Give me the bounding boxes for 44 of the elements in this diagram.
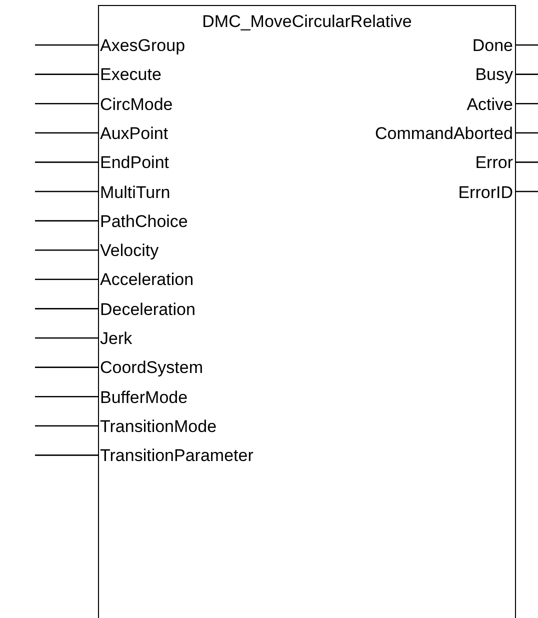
- pin-line: [35, 249, 98, 251]
- input-pin-label: Velocity: [98, 241, 159, 262]
- pin-line: [35, 337, 98, 339]
- input-pin-label: PathChoice: [98, 212, 188, 232]
- input-pin-label: Acceleration: [98, 270, 194, 290]
- pin-line: [35, 190, 98, 192]
- pin-line: [515, 102, 538, 104]
- input-pin-label: Deceleration: [98, 300, 196, 320]
- pin-line: [35, 425, 98, 427]
- input-pin-label: BufferMode: [98, 388, 188, 408]
- input-pin-label: MultiTurn: [98, 182, 170, 202]
- pin-line: [35, 102, 98, 104]
- pin-line: [35, 74, 98, 75]
- input-pin-label: EndPoint: [98, 153, 169, 174]
- input-pin-label: AuxPoint: [98, 124, 168, 144]
- function-block: [98, 5, 516, 618]
- pin-line: [515, 132, 538, 134]
- pin-line: [515, 44, 538, 46]
- pin-line: [35, 396, 98, 398]
- output-pin-label: ErrorID: [458, 182, 516, 202]
- pin-line: [35, 278, 98, 280]
- output-pin-label: CommandAborted: [375, 124, 516, 144]
- pin-line: [35, 44, 98, 46]
- pin-line: [35, 162, 98, 163]
- output-pin-label: Error: [475, 153, 516, 174]
- input-pin-label: AxesGroup: [98, 36, 186, 56]
- input-pin-label: TransitionMode: [98, 416, 217, 437]
- pin-line: [35, 132, 98, 134]
- pin-line: [35, 454, 98, 456]
- pin-line: [35, 366, 98, 368]
- input-pin-label: TransitionParameter: [98, 446, 254, 466]
- input-pin-label: CircMode: [98, 94, 173, 115]
- pin-line: [35, 220, 98, 222]
- pin-line: [515, 162, 538, 163]
- input-pin-label: Jerk: [98, 329, 132, 349]
- block-title: DMC_MoveCircularRelative: [201, 12, 413, 32]
- output-pin-label: Done: [472, 36, 516, 56]
- output-pin-label: Busy: [475, 65, 516, 86]
- input-pin-label: CoordSystem: [98, 358, 203, 378]
- output-pin-label: Active: [466, 94, 516, 115]
- pin-line: [515, 74, 538, 75]
- pin-line: [35, 308, 98, 310]
- input-pin-label: Execute: [98, 65, 162, 86]
- pin-line: [515, 190, 538, 192]
